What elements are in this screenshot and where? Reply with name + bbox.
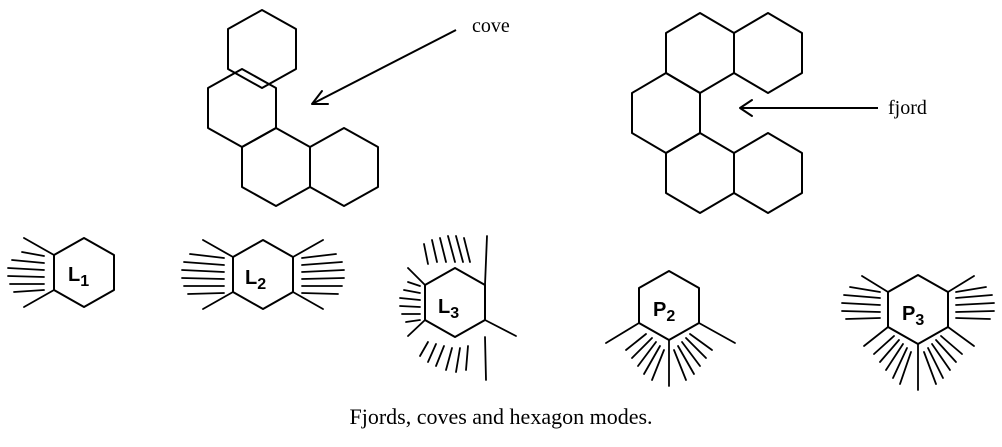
mode-p2-hatch-left: [625, 333, 665, 381]
fjord-ring-top-right: [733, 12, 803, 94]
cove-arrow: [311, 29, 457, 105]
fjord-ring-top-left: [665, 12, 735, 94]
cove-label: cove: [472, 15, 510, 37]
mode-p3-hatch-bottom-left: [873, 335, 912, 385]
mode-l2: L2: [181, 239, 345, 310]
fjord-arrow: [739, 99, 878, 117]
mode-p2-label: P2: [653, 299, 675, 325]
fjord-ring-middle: [631, 72, 701, 154]
mode-p3-hatch-right: [955, 286, 995, 320]
mode-p3-hatch-bottom-right: [923, 335, 963, 385]
mode-l2-hexagon: [232, 239, 294, 310]
mode-l1-hatch: [7, 251, 45, 293]
cove-ring-middle: [207, 68, 277, 148]
mode-l3-hatch-top: [423, 235, 471, 265]
mode-l1-label: L1: [68, 264, 89, 290]
mode-p3-hatch-left: [841, 286, 881, 320]
fjord-label: fjord: [888, 97, 927, 119]
mode-p2-hatch-right: [673, 333, 713, 381]
mode-l3-label: L3: [438, 296, 459, 322]
fjord-ring-bottom-left: [665, 132, 735, 214]
mode-l3-hatch-bottom: [419, 341, 469, 373]
mode-l3: L3: [399, 235, 517, 381]
mode-p3: P3: [841, 274, 995, 391]
mode-p2: P2: [605, 270, 736, 387]
fjord-molecule: [631, 12, 803, 214]
fjord-ring-bottom-right: [733, 132, 803, 214]
cove-ring-bottom-right: [309, 127, 379, 207]
cove-ring-bottom-left: [241, 127, 311, 207]
mode-l2-hatch-left: [181, 253, 225, 295]
mode-l3-hatch-left: [399, 281, 421, 323]
mode-l3-hexagon: [424, 267, 486, 338]
figure-caption: Fjords, coves and hexagon modes.: [349, 404, 653, 429]
mode-l2-hatch-right: [301, 253, 345, 295]
mode-p3-hexagon: [887, 274, 949, 345]
mode-p3-label: P3: [902, 303, 924, 329]
cove-molecule: [207, 9, 379, 207]
mode-l1: L1: [7, 237, 115, 308]
mode-l2-label: L2: [245, 267, 266, 293]
mode-p2-hexagon: [638, 270, 700, 341]
cove-ring-top: [227, 9, 297, 89]
